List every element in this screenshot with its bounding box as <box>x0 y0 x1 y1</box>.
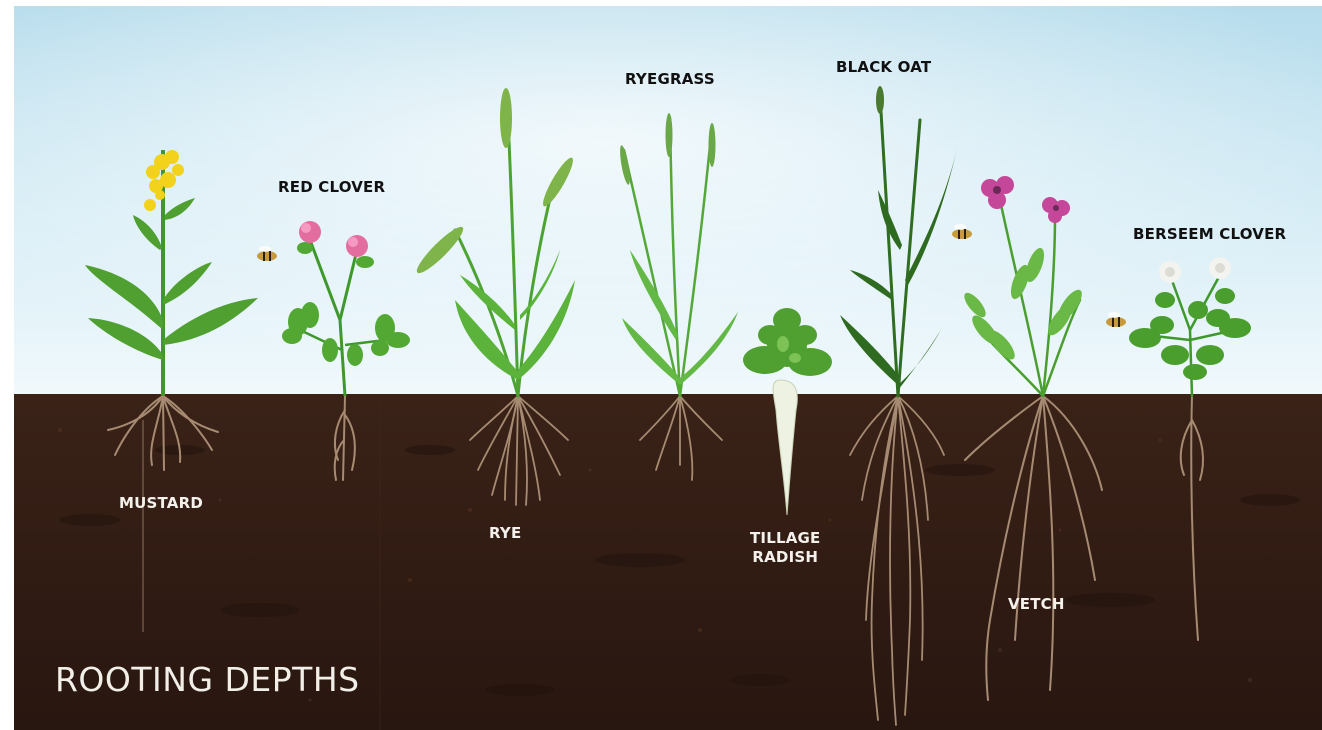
label-tillage-radish-line-2: RADISH <box>750 548 821 567</box>
label-berseem-clover: BERSEEM CLOVER <box>1133 225 1286 244</box>
sky-glow <box>14 6 1322 396</box>
label-vetch: VETCH <box>1008 595 1065 614</box>
label-black-oat: BLACK OAT <box>836 58 931 77</box>
label-red-clover: RED CLOVER <box>278 178 385 197</box>
label-ryegrass: RYEGRASS <box>625 70 715 89</box>
page-title: ROOTING DEPTHS <box>55 660 360 699</box>
label-rye: RYE <box>489 524 521 543</box>
label-mustard: MUSTARD <box>119 494 203 513</box>
label-tillage-radish-line-1: TILLAGE <box>750 529 821 548</box>
label-tillage-radish: TILLAGE RADISH <box>750 529 821 567</box>
